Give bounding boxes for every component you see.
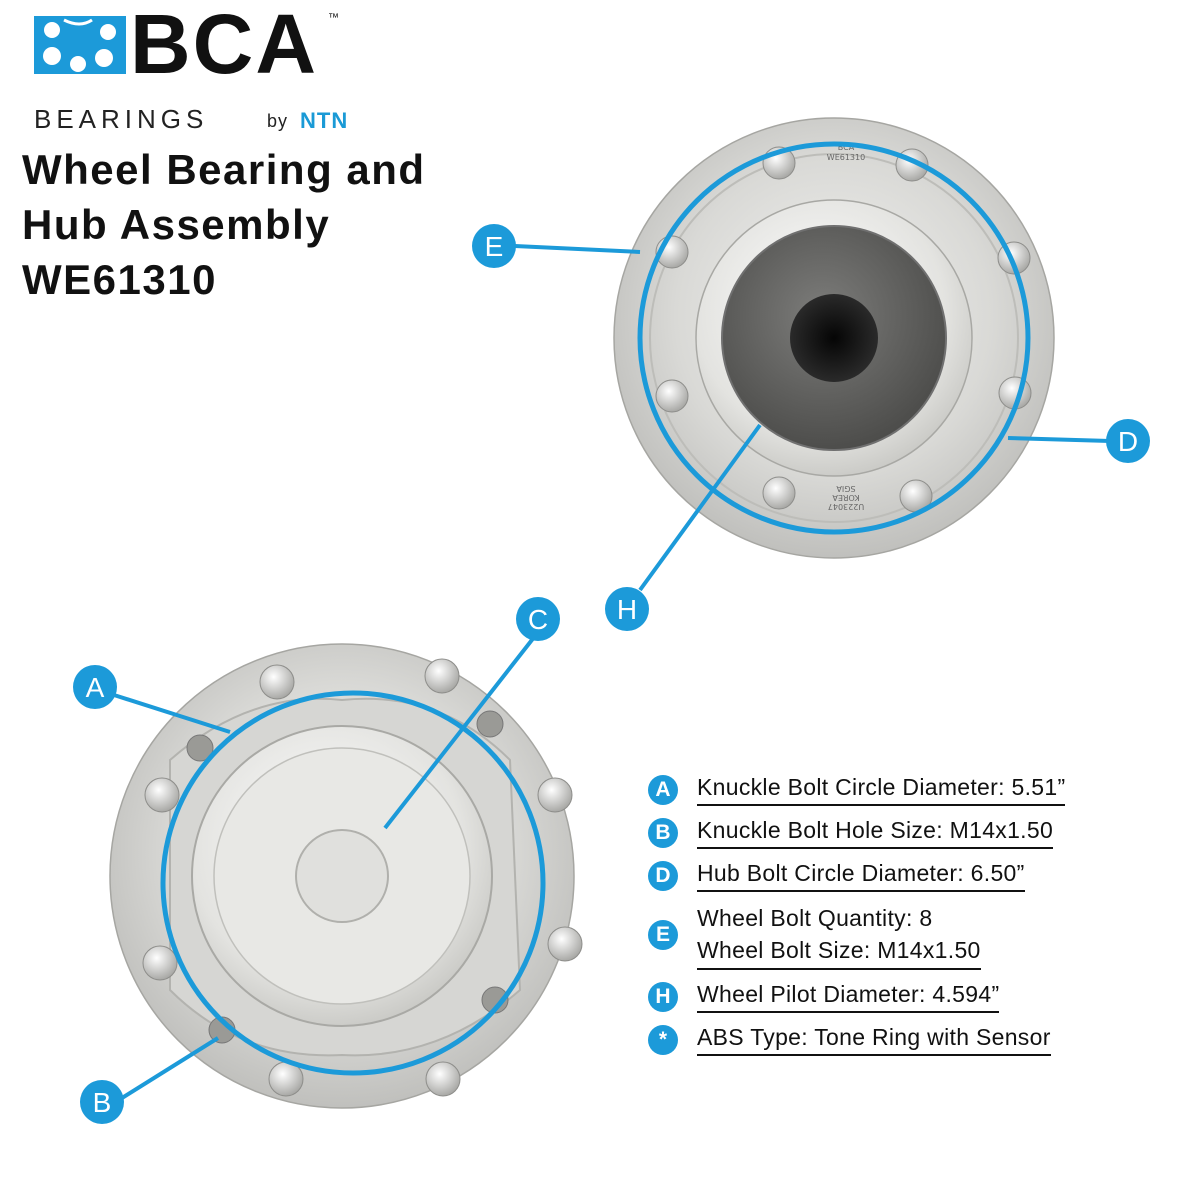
brand-logo: BCA ™ BEARINGS by NTN: [30, 2, 350, 134]
spec-text-e: Wheel Bolt Quantity: 8 Wheel Bolt Size: …: [697, 902, 981, 970]
spec-badge-b: B: [648, 818, 678, 848]
spec-item-d: D Hub Bolt Circle Diameter: 6.50”: [648, 859, 1188, 892]
callout-label-b: B: [93, 1087, 112, 1118]
spec-text-e-line2: Wheel Bolt Size: M14x1.50: [697, 937, 981, 963]
spec-badge-a: A: [648, 775, 678, 805]
title-line-3: WE61310: [22, 256, 217, 303]
spec-text-d: Hub Bolt Circle Diameter: 6.50”: [697, 859, 1025, 892]
spec-badge-h: H: [648, 982, 678, 1012]
title-line-1: Wheel Bearing and: [22, 146, 426, 193]
spec-badge-asterisk: *: [648, 1025, 678, 1055]
logo-tagline-bearings: BEARINGS: [34, 104, 209, 134]
spec-badge-d: D: [648, 861, 678, 891]
spec-badge-e: E: [648, 920, 678, 950]
callout-badge-h: H: [605, 587, 649, 631]
callout-badge-b: B: [80, 1080, 124, 1124]
hub-bolt-circle-indicator: [637, 141, 1031, 535]
logo-tagline-by: by: [267, 111, 289, 131]
callout-label-c: C: [528, 604, 548, 635]
spec-item-a: A Knuckle Bolt Circle Diameter: 5.51”: [648, 773, 1188, 806]
title-line-2: Hub Assembly: [22, 201, 331, 248]
callout-label-h: H: [617, 594, 637, 625]
callout-label-e: E: [485, 231, 504, 262]
part-stamp-code: SGIA: [836, 484, 856, 493]
trademark-symbol: ™: [328, 12, 339, 24]
bearing-mark-icon: [34, 16, 126, 74]
logo-tagline-ntn: NTN: [300, 108, 349, 133]
spec-item-e: E Wheel Bolt Quantity: 8 Wheel Bolt Size…: [648, 902, 1188, 970]
callout-badge-e: E: [472, 224, 516, 268]
callout-label-d: D: [1118, 426, 1138, 457]
bottom-hub-part: [109, 643, 583, 1109]
spec-item-b: B Knuckle Bolt Hole Size: M14x1.50: [648, 816, 1188, 849]
callout-leaders: [113, 244, 1111, 1100]
callout-badge-d: D: [1106, 419, 1150, 463]
callout-badge-a: A: [73, 665, 117, 709]
logo-wordmark: BCA: [130, 0, 318, 91]
callout-label-a: A: [86, 672, 105, 703]
spec-text-h: Wheel Pilot Diameter: 4.594”: [697, 980, 1000, 1013]
part-stamp-origin: KOREA: [832, 493, 860, 502]
spec-list: A Knuckle Bolt Circle Diameter: 5.51” B …: [648, 773, 1188, 1066]
bolt-heads: [142, 658, 583, 1097]
page-title: Wheel Bearing and Hub Assembly WE61310: [22, 142, 426, 307]
spec-text-b: Knuckle Bolt Hole Size: M14x1.50: [697, 816, 1054, 849]
spec-text-abs: ABS Type: Tone Ring with Sensor: [697, 1023, 1051, 1056]
knuckle-bolt-circle-indicator: [160, 690, 546, 1076]
spec-text-a: Knuckle Bolt Circle Diameter: 5.51”: [697, 773, 1066, 806]
spec-text-e-line1: Wheel Bolt Quantity: 8: [697, 905, 933, 931]
part-stamp-number: WE61310: [827, 153, 865, 162]
callout-badge-c: C: [516, 597, 560, 641]
top-hub-part: BCA WE61310 U223047 KOREA SGIA: [613, 117, 1055, 559]
spec-item-abs: * ABS Type: Tone Ring with Sensor: [648, 1023, 1188, 1056]
spec-item-h: H Wheel Pilot Diameter: 4.594”: [648, 980, 1188, 1013]
part-stamp-brand: BCA: [838, 143, 855, 152]
part-stamp-serial: U223047: [828, 502, 864, 511]
